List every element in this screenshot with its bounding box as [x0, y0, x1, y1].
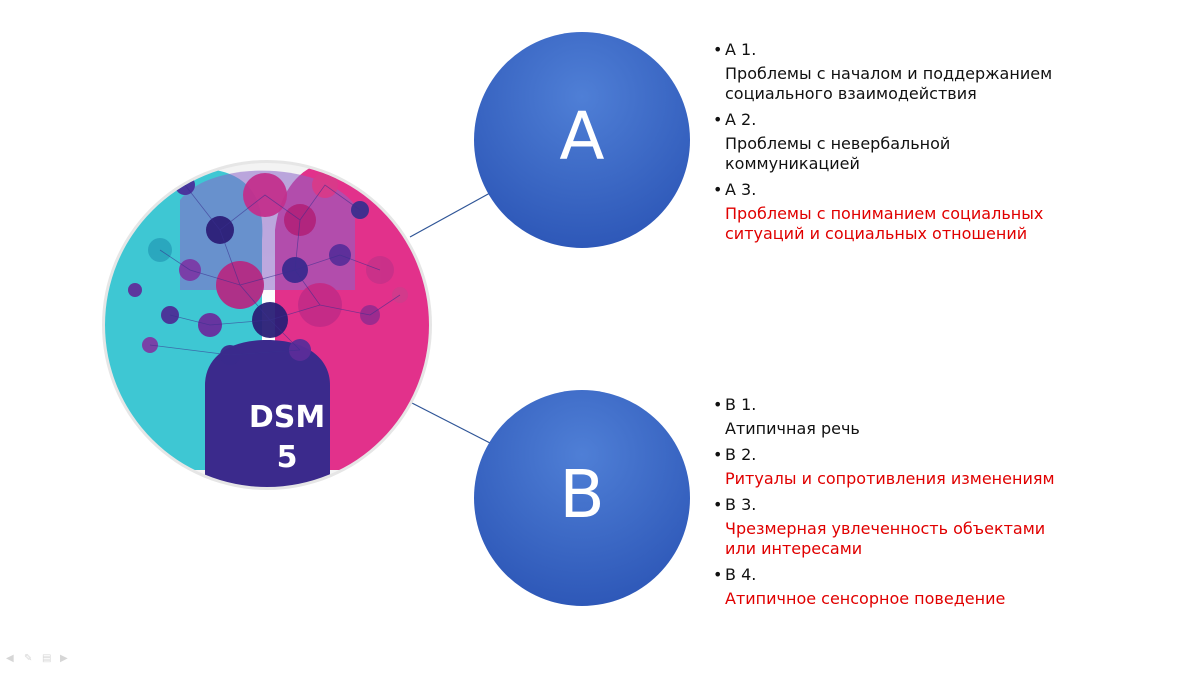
criterion-code-line: •A 2. [713, 110, 1055, 134]
category-circle-a [474, 32, 690, 248]
pen-icon[interactable]: ✎ [24, 653, 33, 664]
criterion-code-line: •B 3. [713, 495, 1055, 519]
bullet-icon: • [713, 495, 723, 514]
circle-a-label: A [559, 98, 605, 175]
prev-arrow-icon[interactable]: ◀ [6, 653, 14, 664]
next-arrow-icon[interactable]: ▶ [60, 653, 68, 664]
criterion-description: Проблемы с началом и поддержанием социал… [725, 64, 1053, 103]
slideshow-toolbar: ◀ ✎ ▤ ▶ [6, 654, 72, 664]
criterion-code-line: •A 3. [713, 180, 1055, 204]
criterion-code: A 2. [725, 110, 757, 129]
dsm5-badge: DSM 5 [232, 398, 342, 478]
criteria-list-a: •A 1.Проблемы с началом и поддержанием с… [713, 40, 1055, 250]
criterion-code: B 4. [725, 565, 757, 584]
criterion-code-line: •B 2. [713, 445, 1055, 469]
bullet-icon: • [713, 110, 723, 129]
criterion-item: •A 1.Проблемы с началом и поддержанием с… [713, 40, 1055, 104]
criterion-code: B 2. [725, 445, 757, 464]
criterion-code: A 3. [725, 180, 757, 199]
category-circle-b [474, 390, 690, 606]
slides-icon[interactable]: ▤ [42, 653, 52, 664]
criterion-item: •A 3.Проблемы с пониманием социальных си… [713, 180, 1055, 244]
criterion-description: Ритуалы и сопротивления изменениям [725, 469, 1055, 488]
criterion-item: •B 1.Атипичная речь [713, 395, 1055, 439]
criterion-description: Атипичное сенсорное поведение [725, 589, 1006, 608]
criterion-item: •A 2.Проблемы с невербальной коммуникаци… [713, 110, 1055, 174]
bullet-icon: • [713, 445, 723, 464]
criterion-code: A 1. [725, 40, 757, 59]
criterion-code-line: •B 1. [713, 395, 1055, 419]
criterion-code-line: •A 1. [713, 40, 1055, 64]
criterion-code: B 1. [725, 395, 757, 414]
dsm-version: 5 [276, 440, 298, 475]
criterion-description: Атипичная речь [725, 419, 860, 438]
criterion-item: •B 2.Ритуалы и сопротивления изменениям [713, 445, 1055, 489]
bullet-icon: • [713, 565, 723, 584]
criteria-list-b: •B 1.Атипичная речь•B 2.Ритуалы и сопрот… [713, 395, 1055, 615]
criterion-item: •B 3.Чрезмерная увлеченность объектами и… [713, 495, 1055, 559]
connector-line-b [409, 401, 491, 444]
criterion-code: B 3. [725, 495, 757, 514]
dsm-label: DSM [248, 400, 326, 435]
bullet-icon: • [713, 180, 723, 199]
criterion-code-line: •B 4. [713, 565, 1055, 589]
criterion-description: Проблемы с пониманием социальных ситуаци… [725, 204, 1044, 243]
bullet-icon: • [713, 395, 723, 414]
dsm5-head-illustration [102, 160, 432, 490]
criterion-description: Чрезмерная увлеченность объектами или ин… [725, 519, 1046, 558]
criterion-item: •B 4.Атипичное сенсорное поведение [713, 565, 1055, 609]
circle-b-label: B [559, 456, 605, 533]
connector-line-a [409, 192, 491, 238]
bullet-icon: • [713, 40, 723, 59]
criterion-description: Проблемы с невербальной коммуникацией [725, 134, 951, 173]
